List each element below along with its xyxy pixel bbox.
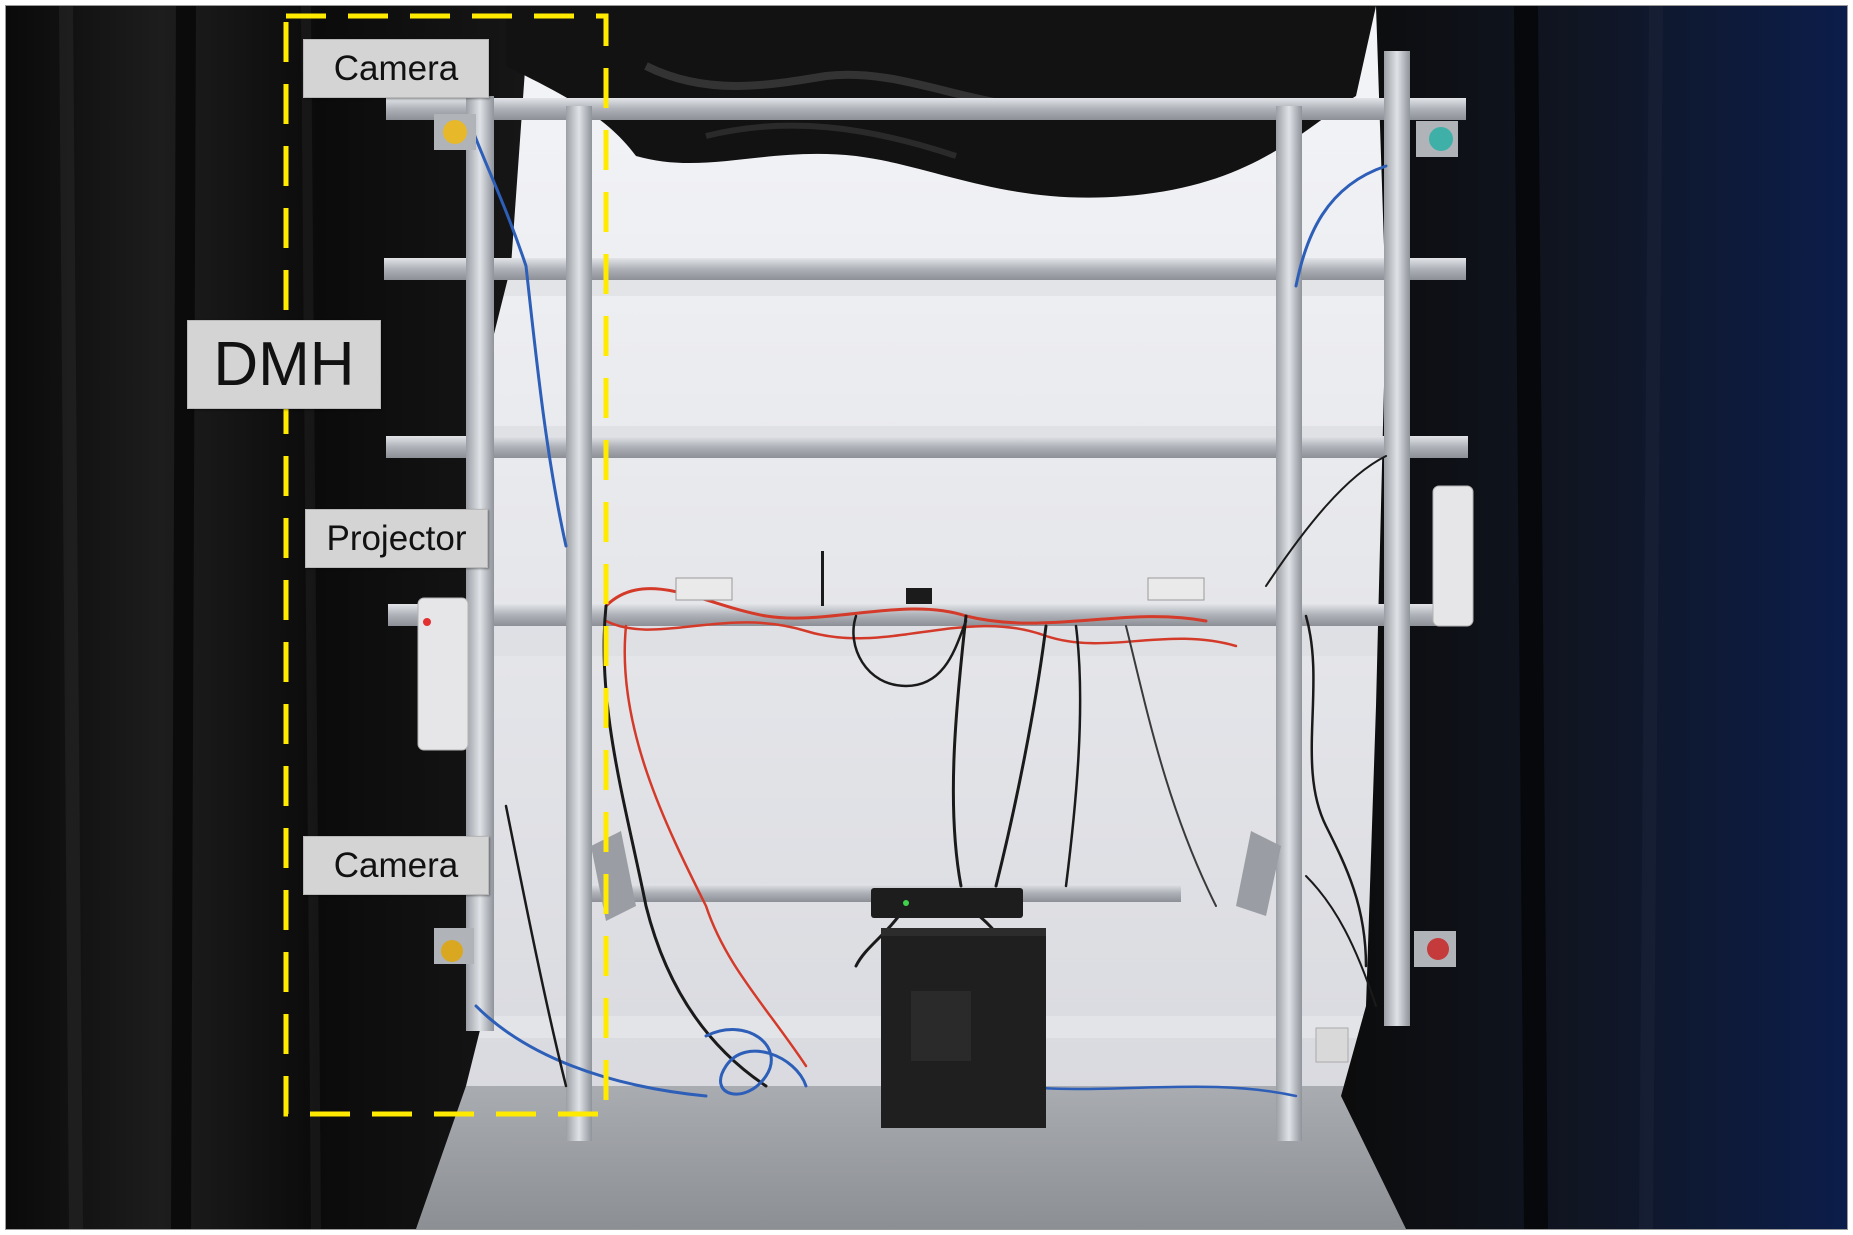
control-box-left: [675, 577, 733, 601]
control-box-right: [1147, 577, 1205, 601]
camera-top-left: [434, 114, 476, 150]
camera-top-right: [1416, 121, 1458, 157]
left-black-curtain: [6, 6, 526, 1229]
power-strip: [871, 888, 1023, 918]
dmh-label: DMH: [187, 320, 381, 409]
photo-frame: Camera DMH Projector Camera: [5, 5, 1848, 1230]
camera-top-label: Camera: [303, 39, 489, 98]
wall-outlet: [1315, 1027, 1349, 1063]
lab-rig-photo: [6, 6, 1847, 1229]
right-black-curtain: [1341, 6, 1847, 1229]
aluminium-crossbars: [384, 98, 1468, 902]
camera-bottom-label: Camera: [303, 836, 489, 895]
right-projector: [1432, 485, 1474, 627]
camera-bottom-left: [434, 928, 474, 964]
camera-bottom-right: [1414, 931, 1456, 967]
computer-tower: [881, 928, 1046, 1128]
dmh-highlight-box: [283, 13, 609, 1117]
left-projector: [417, 597, 469, 751]
power-adapter: [906, 588, 932, 604]
projector-label: Projector: [305, 509, 488, 568]
